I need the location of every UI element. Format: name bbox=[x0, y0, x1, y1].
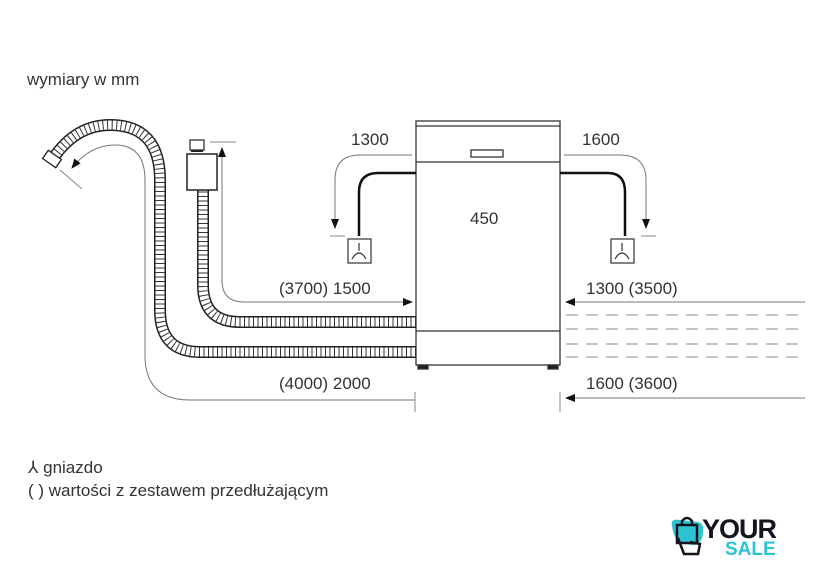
logo-sale: SALE bbox=[725, 539, 776, 560]
socket-symbol: ⅄ bbox=[28, 458, 39, 477]
dim-top-right: 1600 bbox=[582, 130, 620, 149]
aquastop-box bbox=[186, 139, 218, 191]
dim-right-drain: 1300 (3500) bbox=[586, 279, 678, 298]
dishwasher-front bbox=[415, 120, 561, 370]
logo-your: YOUR bbox=[702, 514, 777, 544]
units-label: wymiary w mm bbox=[27, 70, 140, 89]
parens-label: wartości z zestawem przedłużającym bbox=[48, 481, 329, 500]
socket-icon-right bbox=[610, 238, 635, 264]
parens-symbol: ( ) bbox=[28, 481, 45, 500]
legend-parens: ( ) wartości z zestawem przedłużającym bbox=[28, 481, 328, 501]
inlet-hose bbox=[41, 118, 416, 358]
power-cords bbox=[357, 171, 627, 236]
socket-label: gniazdo bbox=[43, 458, 103, 477]
dim-width: 450 bbox=[470, 209, 499, 228]
socket-icon-left bbox=[347, 238, 372, 264]
dimension-lines bbox=[59, 141, 805, 412]
dim-right-inlet: 1600 (3600) bbox=[586, 374, 678, 393]
dim-left-drain: (3700) 1500 bbox=[279, 279, 371, 298]
yoursale-logo: YOUR SALE bbox=[668, 514, 803, 564]
legend-socket: ⅄ gniazdo bbox=[28, 458, 103, 478]
drain-hose bbox=[197, 190, 416, 328]
dim-left-inlet: (4000) 2000 bbox=[279, 374, 371, 393]
dim-top-left: 1300 bbox=[351, 130, 389, 149]
dashed-extension-lines bbox=[566, 314, 805, 358]
shopping-bag-hand-icon bbox=[671, 516, 704, 556]
